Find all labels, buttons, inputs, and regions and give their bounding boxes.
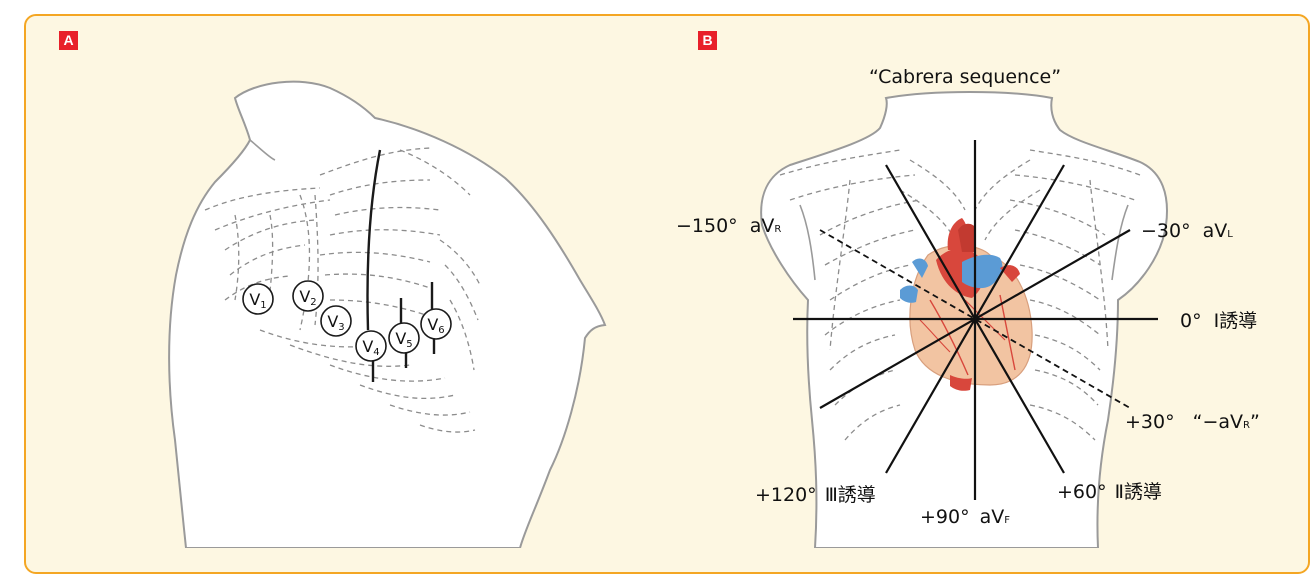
electrode-v1: V1: [243, 284, 273, 314]
torso-outline: [169, 82, 605, 548]
label-neg-avr-30: +30°“−aVR”: [1125, 411, 1260, 433]
vena-cava: [900, 286, 918, 303]
electrode-v5: V5: [389, 323, 419, 353]
label-avr-neg150: −150°aVR: [676, 215, 781, 237]
label-lead-iii-120: +120°Ⅲ誘導: [755, 484, 876, 506]
label-lead-ii-60: +60°Ⅱ誘導: [1057, 481, 1162, 503]
diagram-canvas: V1 V2 V3 V4 V5 V6 “Cabrera sequence”: [0, 0, 1316, 548]
cabrera-title: “Cabrera sequence”: [869, 66, 1061, 88]
electrode-v2: V2: [293, 281, 323, 311]
panel-a-torso: [169, 82, 605, 548]
electrode-v4: V4: [356, 331, 386, 361]
electrode-v3: V3: [321, 306, 351, 336]
electrode-v6: V6: [421, 309, 451, 339]
label-lead-i-0: 0°Ⅰ誘導: [1180, 310, 1257, 332]
label-avf-90: +90°aVF: [920, 506, 1010, 528]
label-avl-neg30: −30°aVL: [1141, 220, 1233, 242]
